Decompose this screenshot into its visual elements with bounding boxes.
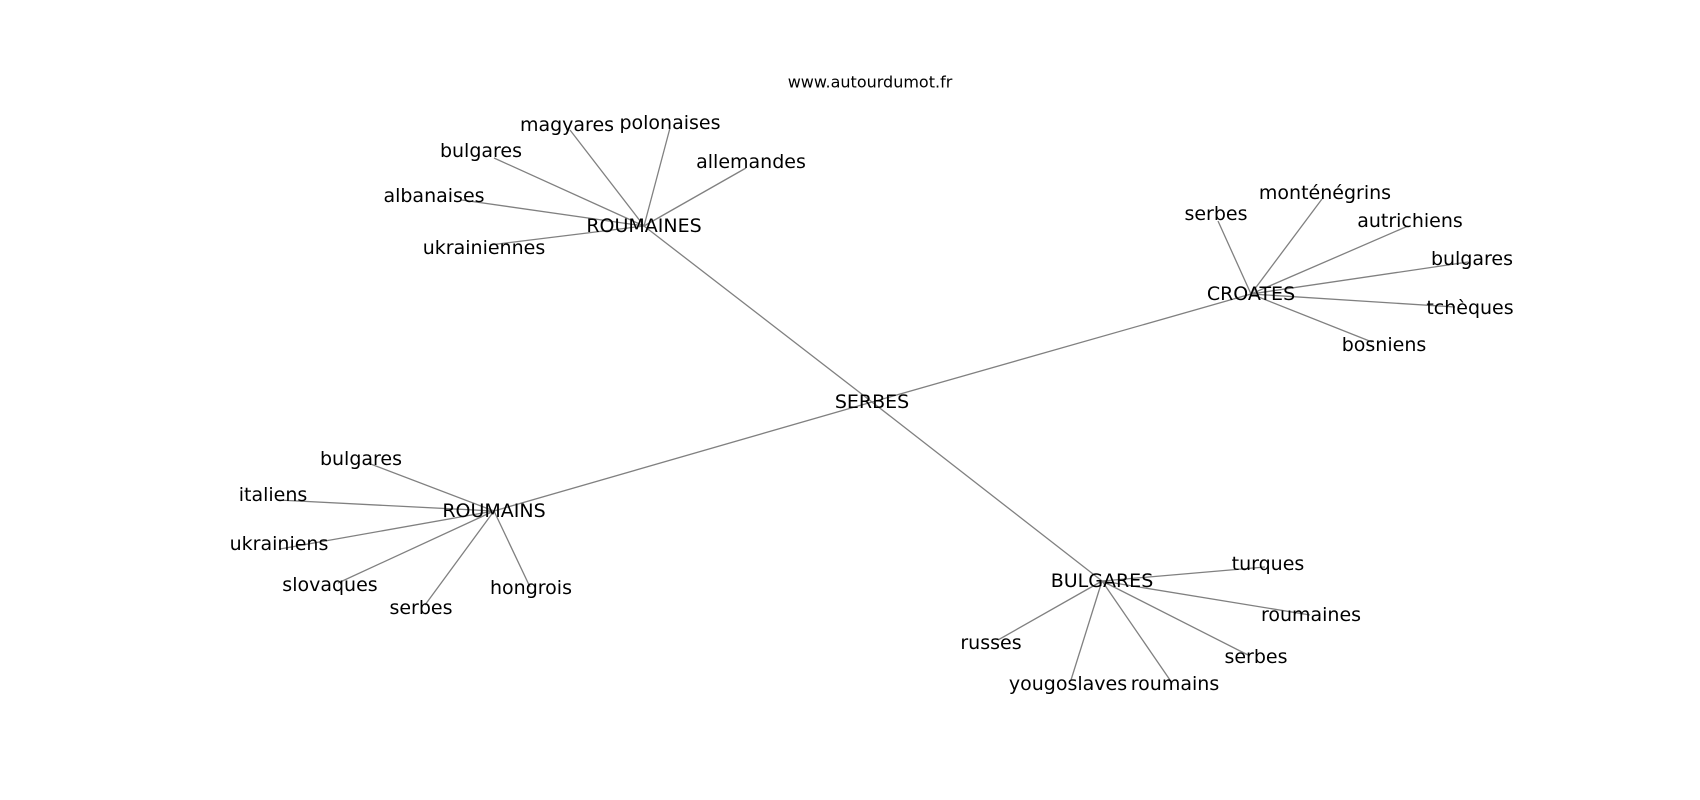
edges-layer: [277, 127, 1469, 681]
leaf-node-label: autrichiens: [1357, 210, 1463, 232]
leaf-node-label: monténégrins: [1259, 182, 1391, 204]
leaf-node-label: albanaises: [383, 185, 484, 207]
center-node-label: SERBES: [835, 391, 909, 413]
hub-node-label: ROUMAINS: [442, 500, 545, 522]
hub-to-leaf-edge: [489, 225, 645, 246]
hub-to-leaf-edge: [493, 510, 531, 588]
hub-to-leaf-edge: [643, 167, 747, 227]
center-to-hub-edge: [871, 401, 1103, 582]
hub-to-leaf-edge: [1101, 566, 1266, 582]
leaf-node-label: serbes: [1224, 646, 1287, 668]
hub-to-leaf-edge: [1250, 225, 1409, 295]
hub-to-leaf-edge: [461, 199, 645, 227]
hub-to-leaf-edge: [1217, 220, 1252, 295]
hub-to-leaf-edge: [1250, 261, 1469, 295]
hub-to-leaf-edge: [424, 510, 495, 606]
hub-to-leaf-edge: [1101, 580, 1311, 616]
leaf-node-label: magyares: [520, 114, 614, 136]
leaf-node-label: serbes: [389, 597, 452, 619]
hub-to-leaf-edge: [1101, 580, 1249, 656]
leaf-node-label: bulgares: [1431, 248, 1513, 270]
hub-to-leaf-edge: [569, 129, 645, 227]
leaf-node-label: ukrainiens: [230, 533, 329, 555]
leaf-node-label: bulgares: [440, 140, 522, 162]
hub-to-leaf-edge: [643, 127, 671, 227]
leaf-node-label: yougoslaves: [1009, 673, 1127, 695]
leaf-node-label: allemandes: [696, 151, 806, 173]
hub-to-leaf-edge: [1250, 198, 1323, 295]
leaf-node-label: serbes: [1184, 203, 1247, 225]
hub-to-leaf-edge: [1250, 293, 1456, 308]
leaf-node-label: roumains: [1131, 673, 1219, 695]
hub-node-label: BULGARES: [1051, 570, 1154, 592]
center-to-hub-edge: [643, 225, 873, 403]
hub-node-label: ROUMAINES: [586, 215, 701, 237]
hub-node-label: CROATES: [1207, 283, 1295, 305]
hub-to-leaf-edge: [1250, 293, 1373, 343]
hub-to-leaf-edge: [1070, 580, 1103, 681]
leaf-node-label: hongrois: [490, 577, 572, 599]
hub-to-leaf-edge: [367, 462, 495, 512]
leaf-node-label: russes: [960, 632, 1021, 654]
leaf-node-label: ukrainiennes: [423, 237, 545, 259]
hub-to-leaf-edge: [997, 580, 1103, 641]
leaf-node-label: roumaines: [1261, 604, 1361, 626]
leaf-node-label: turques: [1232, 553, 1305, 575]
leaf-node-label: bosniens: [1342, 334, 1427, 356]
hub-to-leaf-edge: [493, 157, 645, 227]
hub-to-leaf-edge: [277, 499, 495, 512]
hub-to-leaf-edge: [279, 510, 495, 550]
hub-to-leaf-edge: [337, 510, 495, 584]
leaf-node-label: slovaques: [282, 574, 377, 596]
leaf-node-label: polonaises: [619, 112, 720, 134]
leaf-node-label: tchèques: [1426, 297, 1513, 319]
leaf-node-label: italiens: [239, 484, 308, 506]
center-to-hub-edge: [493, 401, 873, 512]
hub-to-leaf-edge: [1101, 580, 1171, 681]
leaf-node-label: bulgares: [320, 448, 402, 470]
center-to-hub-edge: [871, 293, 1252, 403]
source-label: www.autourdumot.fr: [788, 73, 953, 92]
